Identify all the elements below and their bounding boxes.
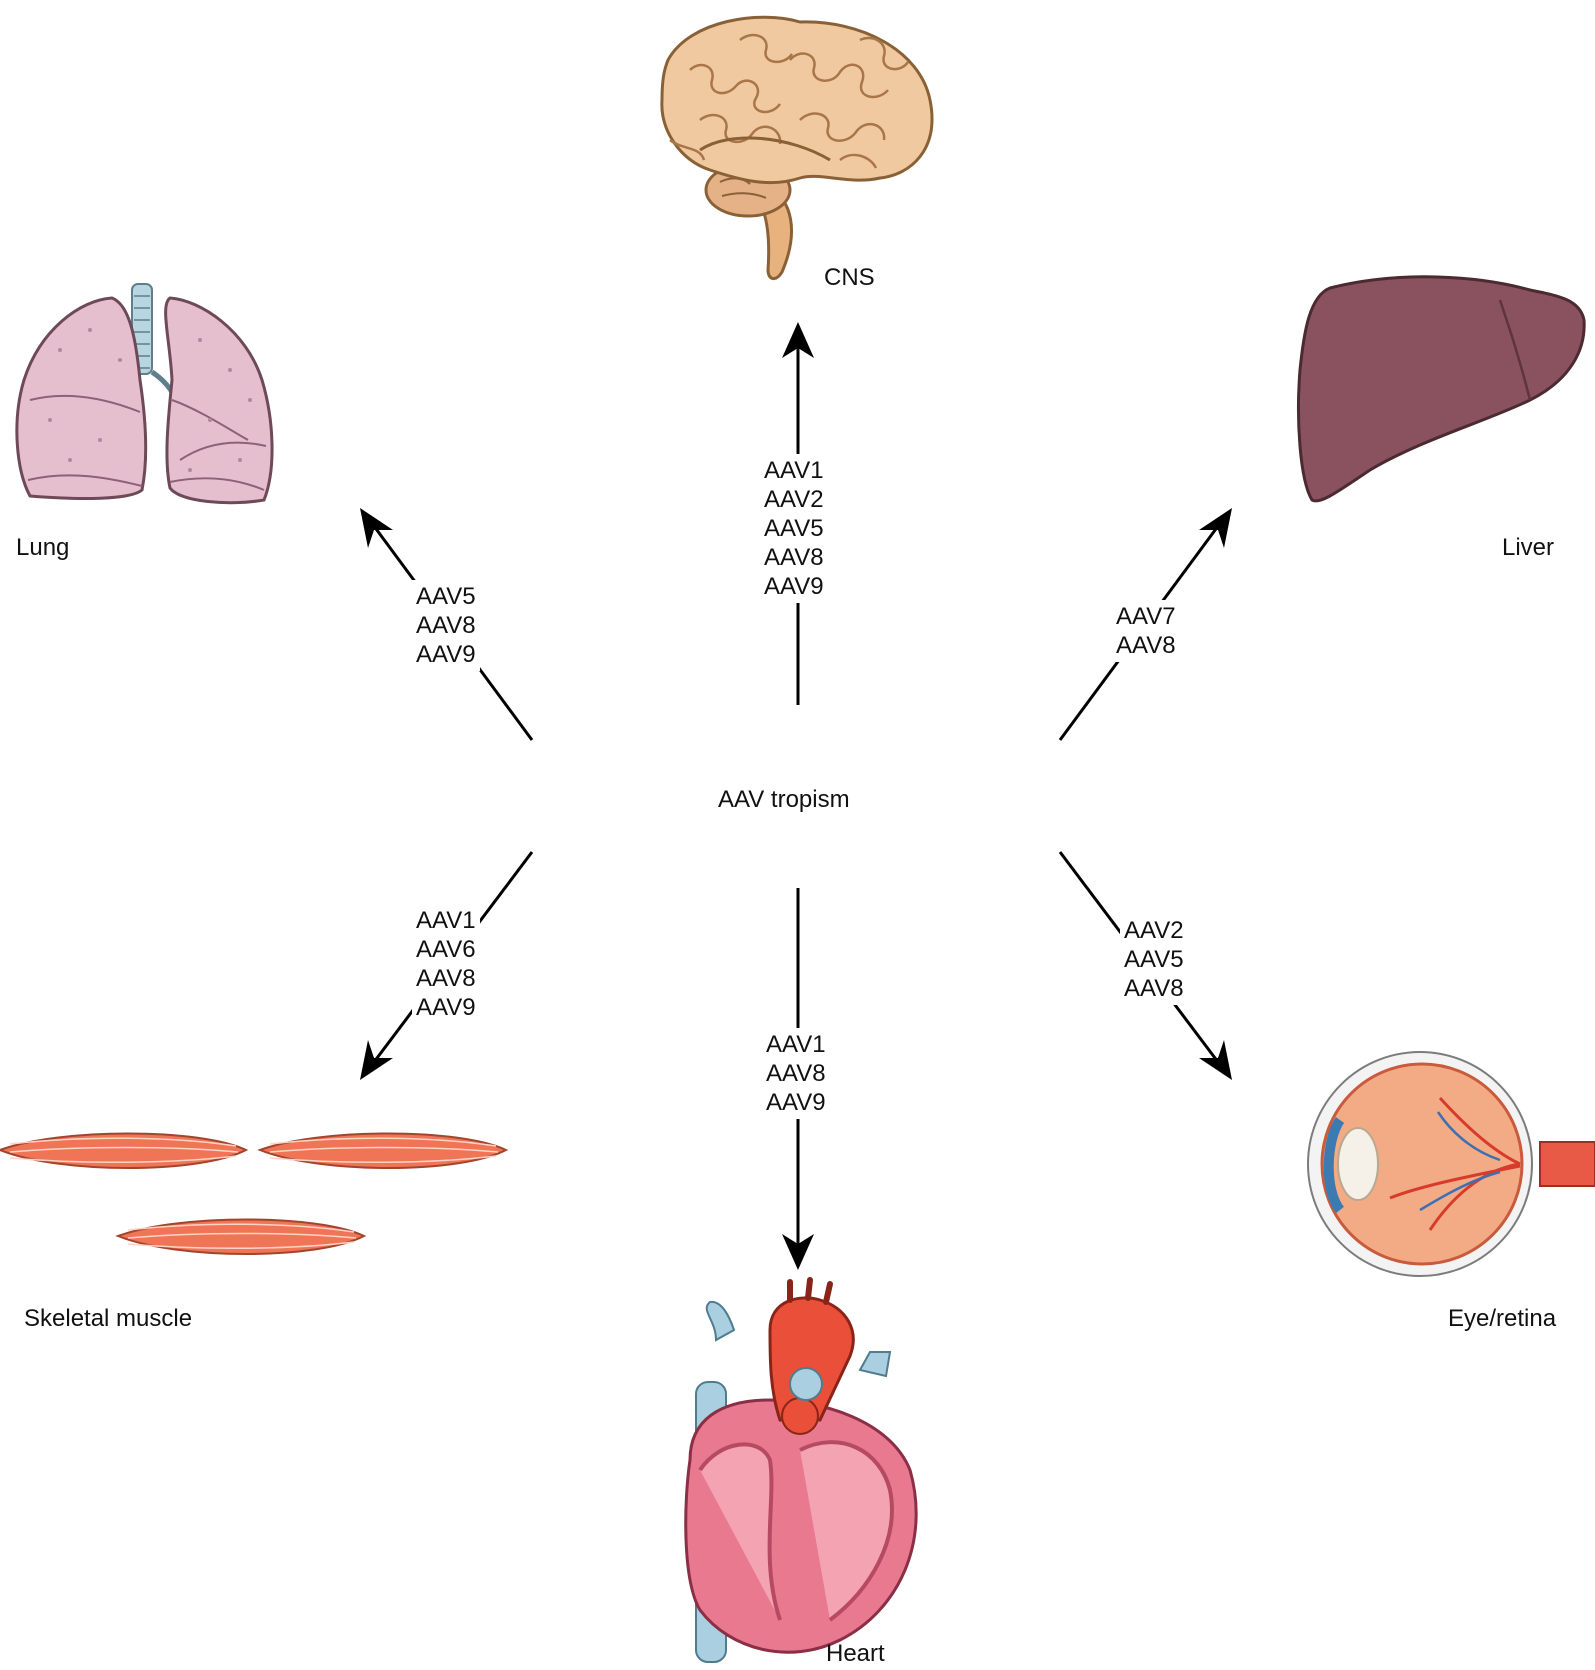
skeletal-muscle-icon [0,1132,509,1255]
liver-icon [1297,275,1586,503]
serotype: AAV8 [1116,632,1176,659]
cns-serotypes: AAV1 AAV2 AAV5 AAV8 AAV9 [760,454,828,603]
serotype: AAV5 [1124,946,1184,973]
arrowhead-liver [1199,508,1232,548]
serotype: AAV8 [764,544,824,571]
serotype: AAV8 [416,965,476,992]
serotype: AAV5 [416,583,476,610]
skeletal-muscle-label: Skeletal muscle [24,1305,193,1332]
liver-serotypes: AAV7 AAV8 [1112,600,1180,662]
serotype: AAV9 [764,573,824,600]
arrowhead-lung [360,508,393,548]
serotype: AAV8 [766,1060,826,1087]
arrowhead-skeletal-muscle [360,1040,393,1080]
serotype: AAV6 [416,936,476,963]
serotype: AAV1 [416,907,476,934]
lung-label: Lung [16,534,70,561]
heart-label: Heart [826,1640,885,1667]
lung-icon [15,283,274,505]
serotype: AAV8 [1124,975,1184,1002]
serotype: AAV9 [766,1089,826,1116]
serotype: AAV7 [1116,603,1176,630]
serotype: AAV9 [416,994,476,1021]
serotype: AAV5 [764,515,824,542]
serotype: AAV2 [764,486,824,513]
brain-icon [660,15,934,280]
arrowhead-eye [1199,1040,1232,1080]
serotype: AAV2 [1124,917,1184,944]
serotype: AAV8 [416,612,476,639]
arrowhead-heart [782,1234,814,1270]
eye-icon [1307,1051,1595,1277]
heart-serotypes: AAV1 AAV8 AAV9 [762,1028,830,1119]
heart-icon [684,1277,918,1663]
serotype: AAV1 [766,1031,826,1058]
liver-label: Liver [1502,534,1555,561]
eye-serotypes: AAV2 AAV5 AAV8 [1120,914,1188,1005]
serotype: AAV9 [416,641,476,668]
serotype: AAV1 [764,457,824,484]
cns-label: CNS [824,264,875,291]
center-label: AAV tropism [718,786,850,813]
eye-label: Eye/retina [1448,1305,1557,1332]
arrowhead-cns [782,322,814,358]
skeletal-muscle-serotypes: AAV1 AAV6 AAV8 AAV9 [412,904,480,1024]
lung-serotypes: AAV5 AAV8 AAV9 [412,580,480,671]
